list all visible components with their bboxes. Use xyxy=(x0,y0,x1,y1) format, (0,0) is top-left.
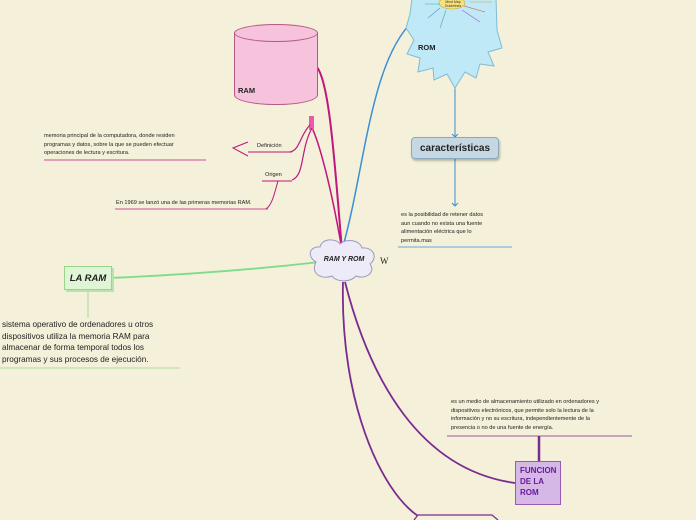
funcion-rom-title-line: FUNCION xyxy=(520,466,557,475)
wikipedia-icon[interactable]: W xyxy=(380,256,389,266)
rom-shape xyxy=(405,0,503,89)
caracteristicas-text: es la posibilidad de retener datos aun c… xyxy=(401,211,521,245)
link-center-bottom xyxy=(342,281,419,517)
center-title[interactable]: RAM Y ROM xyxy=(323,256,365,263)
definicion-line: operaciones de lectura y escritura. xyxy=(44,150,130,156)
definicion-line: programas y datos, sobre la que se puede… xyxy=(44,141,174,148)
funcion-rom-title-line: ROM xyxy=(520,488,539,497)
funcion-rom-line: es un medio de almacenamiento utilizado … xyxy=(451,399,600,405)
link-definicion xyxy=(289,124,311,153)
la-ram-node[interactable]: LA RAM xyxy=(64,266,112,290)
ram-node[interactable] xyxy=(234,32,318,105)
origen-label[interactable]: Origen xyxy=(265,172,282,178)
origen-text: En 1969 se lanzó una de las primeras mem… xyxy=(116,200,252,206)
link-center-rom xyxy=(341,19,415,251)
center-cloud xyxy=(309,239,375,282)
definicion-label[interactable]: Definición xyxy=(257,143,282,149)
link-center-funcion xyxy=(344,281,516,484)
definicion-text: memoria principal de la computadora, don… xyxy=(44,132,214,158)
la-ram-text: sistema operativo de ordenadores u otros… xyxy=(2,319,180,365)
funcion-rom-line: presencia o no de una fuente de energía. xyxy=(451,424,554,431)
funcion-rom-title-line: DE LA xyxy=(520,477,544,486)
link-center-origin-bar xyxy=(311,127,343,251)
la-ram-line: sistema operativo de ordenadores u otros xyxy=(2,320,154,329)
link-center-ram xyxy=(315,65,343,251)
ram-node-top xyxy=(234,24,318,42)
caracteristicas-line: permita.mas xyxy=(401,237,432,244)
funcion-rom-text: es un medio de almacenamiento utilizado … xyxy=(451,398,631,432)
rom-label: ROM xyxy=(418,43,436,52)
caracteristicas-node[interactable]: características xyxy=(411,137,499,159)
la-ram-line: dispositivos utiliza la memoria RAM para xyxy=(2,331,150,341)
definicion-line: memoria principal de la computadora, don… xyxy=(44,133,175,139)
rom-thumb-label: Mind Map Guidelines xyxy=(444,0,462,8)
la-ram-line: programas y sus procesos de ejecución. xyxy=(2,354,149,364)
caracteristicas-line: es la posibilidad de retener datos xyxy=(401,212,484,218)
caracteristicas-line: aun cuando no exista una fuente xyxy=(401,220,483,227)
funcion-rom-line: información y no su escritura, independi… xyxy=(451,416,590,422)
ram-label: RAM xyxy=(238,86,256,95)
caracteristicas-line: alimentación eléctrica que lo xyxy=(401,229,472,235)
funcion-rom-node[interactable]: FUNCION DE LA ROM xyxy=(515,461,561,505)
link-center-laram xyxy=(109,261,321,279)
funcion-rom-line: dispositivos electrónicos, que permite s… xyxy=(451,407,594,414)
link-origen xyxy=(291,127,313,181)
pink-bar xyxy=(309,116,314,130)
la-ram-line: almacenar de forma temporal todos los xyxy=(2,343,144,352)
